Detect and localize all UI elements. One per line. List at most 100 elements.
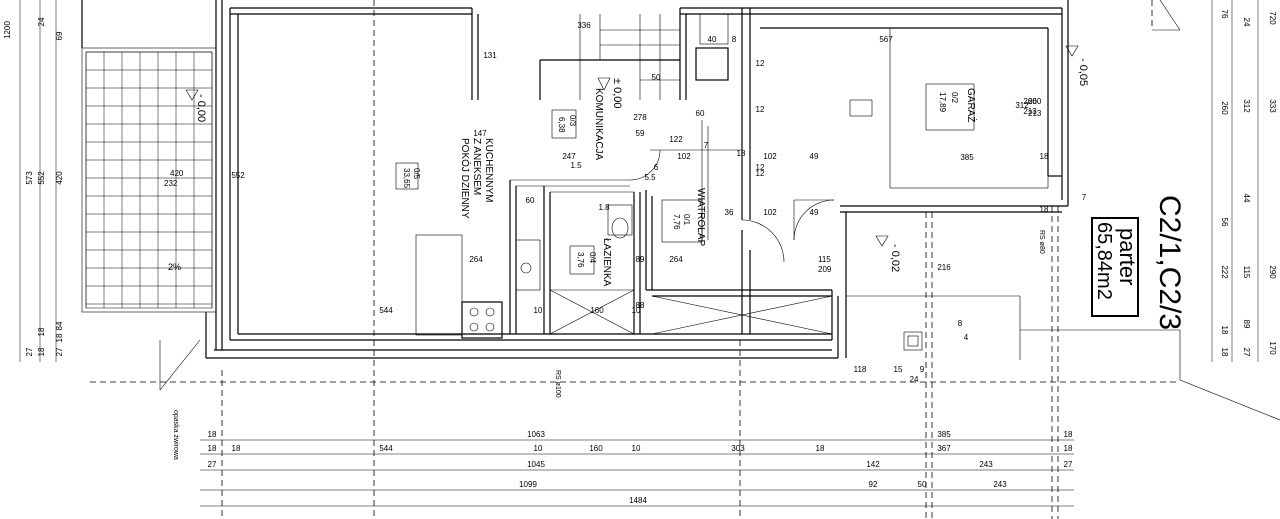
room-living-tag (395, 162, 419, 190)
dimension-value: 18 (1220, 348, 1229, 357)
dimension-value: 7 (1082, 193, 1087, 202)
dimension-value: 89 (1242, 320, 1251, 329)
dimension-value: 102 (763, 152, 777, 161)
dimension-value: 12 (756, 105, 765, 114)
dimension-value: 131 (483, 51, 497, 60)
dimension-value: 160 (590, 306, 604, 315)
room-communication-area: 6,38 (557, 117, 566, 133)
window-209: 209 (818, 265, 832, 274)
dimension-value: 102 (763, 208, 777, 217)
gutter-label: opaska żwirowa (172, 410, 179, 460)
dimension-value: 27 (1064, 460, 1073, 469)
window-115: 115 (818, 255, 831, 264)
dimension-value: 264 (469, 255, 483, 264)
level-garage-ext-marker (1065, 45, 1079, 57)
dimension-value: 115 (1242, 266, 1251, 279)
dimension-value: 260 (1220, 101, 1229, 115)
dimension-value: 18 (737, 149, 746, 158)
window-232: 232 (164, 179, 178, 188)
terrace-slope: 2% (168, 262, 181, 272)
dimension-value: 1063 (527, 430, 545, 439)
dimension-value: 10 (534, 444, 543, 453)
level-entrance-marker (875, 235, 889, 247)
dimension-value: 18 (816, 444, 825, 453)
dimension-value: 4 (964, 333, 969, 342)
room-communication-tag (551, 109, 577, 139)
window-260: 260 (1028, 97, 1042, 106)
dimension-value: 6 (654, 163, 659, 172)
terrace (81, 0, 223, 350)
dimension-value: 10 (632, 306, 641, 315)
dimension-value: 9 (920, 365, 925, 374)
room-windbreak-code: 0/1 (682, 214, 691, 226)
dimension-value: 69 (55, 31, 64, 40)
dimension-value: 27 (55, 347, 64, 356)
dimension-value: 243 (993, 480, 1007, 489)
dimension-value: 170 (1268, 341, 1277, 355)
dimension-value: 385 (960, 153, 974, 162)
dimension-value: 92 (869, 480, 878, 489)
level-living: ± 0,00 (611, 78, 623, 109)
level-garage-ext: - 0,05 (1077, 58, 1089, 86)
floor-name: parter (1115, 228, 1140, 285)
dimension-value: 18 (37, 327, 46, 336)
dimension-value: 7 (704, 141, 709, 150)
dimension-value: 312 (1015, 101, 1029, 110)
dimension-value: 88 (636, 301, 645, 310)
dimension-value: 567 (879, 35, 893, 44)
dimension-value: 18 (1220, 326, 1229, 335)
room-garage-name: GARAŻ (965, 88, 978, 122)
dimension-value: 89 (636, 255, 645, 264)
dimension-value: 49 (810, 152, 819, 161)
dimension-value: 84 (55, 321, 64, 330)
dimension-value: 56 (1220, 218, 1229, 227)
dimension-value: 247 (562, 152, 576, 161)
dimension-value: 18 (232, 444, 241, 453)
dimension-value: 1.5 (570, 161, 582, 170)
dimension-value: 18 (1064, 444, 1073, 453)
dimension-value: 18 (1064, 430, 1073, 439)
interior-walls (415, 8, 1049, 351)
dimension-value: 18 (1040, 152, 1049, 161)
dimension-value: 10 (632, 444, 641, 453)
room-bathroom-name: ŁAZIENKA (601, 238, 612, 287)
unit-label: C2/1,C2/3 (1153, 195, 1186, 330)
dimension-value: 24 (37, 17, 46, 26)
dimension-value: 333 (1268, 99, 1277, 113)
room-garage-area: 17,89 (938, 92, 947, 113)
room-communication-code: 0/3 (568, 115, 577, 127)
dimension-value: 5.5 (644, 173, 656, 182)
room-windbreak-area: 7,76 (672, 214, 681, 230)
room-garage-code: 0/2 (950, 92, 959, 104)
dimension-value: 60 (526, 196, 535, 205)
dimension-value: 12 (756, 163, 765, 172)
dimension-value: 213 (1023, 107, 1037, 116)
dimension-value: 1.8 (598, 203, 610, 212)
unit-label-group: C2/1,C2/3 parter 65,84m2 (1091, 195, 1186, 330)
dimension-value: 142 (866, 460, 880, 469)
dimension-value: 18 (55, 333, 64, 342)
dimension-value: 552 (37, 171, 46, 185)
dimension-value: 312 (1242, 99, 1251, 113)
dimension-value: 243 (979, 460, 993, 469)
room-living-name-line: Z ANEKSEM (471, 138, 482, 195)
dimension-value: 59 (636, 129, 645, 138)
dimension-value: 76 (1220, 10, 1229, 19)
dimension-value: 12 (756, 59, 765, 68)
room-living-name: POKÓJ DZIENNYZ ANEKSEMKUCHENNYM (459, 138, 494, 219)
rs80-label: RS ø80 (1038, 230, 1045, 254)
dimension-value: 60 (696, 109, 705, 118)
dimension-value: 367 (937, 444, 951, 453)
dimension-value: 552 (231, 171, 245, 180)
dimension-value: 1045 (527, 460, 545, 469)
dimension-value: 290 (1268, 265, 1277, 279)
dimension-value: 147 (473, 129, 487, 138)
dimension-value: 27 (1242, 348, 1251, 357)
dimension-value: 12 (756, 169, 765, 178)
room-living-area: 33,65 (402, 168, 411, 189)
dimension-value: 278 (633, 113, 647, 122)
room-living-name-line: KUCHENNYM (483, 138, 494, 202)
dimension-value: 336 (577, 21, 591, 30)
level-terrace: - 0,00 (195, 94, 207, 122)
